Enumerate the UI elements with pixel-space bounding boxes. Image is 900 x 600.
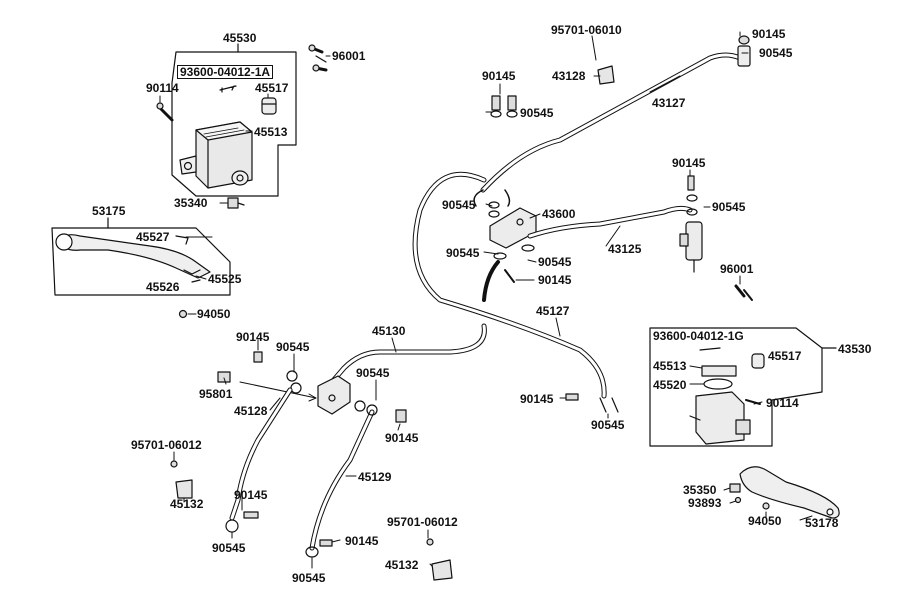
- lever-outline-box: [51, 227, 231, 296]
- part-label-45129: 45129: [358, 470, 392, 484]
- part-label-45130: 45130: [372, 324, 406, 338]
- part-label-90545: 90545: [356, 366, 390, 380]
- part-label-90114: 90114: [146, 81, 179, 95]
- part-label-93600-04012-1a: 93600-04012-1A: [177, 65, 274, 79]
- lever-blade: [57, 234, 211, 279]
- part-label-45520: 45520: [653, 378, 687, 392]
- part-label-45517: 45517: [255, 81, 289, 95]
- part-label-45513: 45513: [653, 359, 687, 373]
- pointer-arrow: [239, 381, 317, 399]
- hose-43125: [527, 205, 693, 239]
- kit-outline-45530: [171, 51, 297, 197]
- part-label-93893: 93893: [688, 496, 722, 510]
- part-label-90145: 90145: [520, 392, 554, 406]
- master-cylinder-assembly-45530: [156, 43, 328, 209]
- splitter-block-43600: [488, 201, 537, 283]
- screw-90114: [158, 106, 174, 122]
- part-label-95701-06010: 95701-06010: [551, 23, 622, 37]
- master-cylinder-body: [695, 391, 745, 445]
- part-label-45132: 45132: [170, 497, 204, 511]
- part-label-93600-04012-1g: 93600-04012-1G: [653, 329, 744, 343]
- part-label-90145: 90145: [234, 488, 268, 502]
- part-label-95701-06012: 95701-06012: [131, 438, 202, 452]
- part-label-95801: 95801: [199, 387, 233, 401]
- part-label-90545: 90545: [759, 46, 793, 60]
- part-label-45513: 45513: [254, 125, 288, 139]
- kit-outline-43530: [649, 327, 823, 447]
- part-label-90545: 90545: [520, 106, 554, 120]
- banjo-bolts-top: [490, 95, 518, 118]
- rear-caliper: [679, 175, 703, 273]
- part-label-43125: 43125: [608, 242, 642, 256]
- hose-45127: [412, 171, 619, 413]
- brake-lever-53175: [51, 217, 231, 296]
- part-label-90545: 90545: [442, 198, 476, 212]
- junction-block: [317, 375, 351, 415]
- part-label-90545: 90545: [591, 418, 625, 432]
- part-label-90545: 90545: [446, 246, 480, 260]
- part-label-45128: 45128: [234, 404, 268, 418]
- part-label-90145: 90145: [236, 330, 270, 344]
- part-label-43128: 43128: [552, 69, 586, 83]
- part-label-45530: 45530: [223, 31, 257, 45]
- part-label-53175: 53175: [92, 204, 126, 218]
- part-label-45517: 45517: [768, 349, 802, 363]
- part-label-43127: 43127: [652, 96, 686, 110]
- part-label-35350: 35350: [683, 483, 717, 497]
- part-label-94050: 94050: [748, 514, 782, 528]
- part-label-90545: 90545: [538, 255, 572, 269]
- part-label-45527: 45527: [136, 230, 170, 244]
- part-label-90545: 90545: [292, 571, 326, 585]
- part-label-94050: 94050: [197, 307, 231, 321]
- bracket-43128: [597, 65, 615, 85]
- part-label-96001: 96001: [720, 262, 754, 276]
- part-label-90145: 90145: [752, 27, 786, 41]
- part-label-90545: 90545: [712, 200, 746, 214]
- master-cylinder-assembly-43530: [649, 327, 837, 447]
- part-label-45127: 45127: [536, 304, 570, 318]
- hose-45129: [305, 409, 375, 558]
- part-label-90545: 90545: [212, 541, 246, 555]
- part-label-96001: 96001: [332, 49, 366, 63]
- part-label-90145: 90145: [482, 69, 516, 83]
- part-label-90145: 90145: [385, 431, 419, 445]
- part-label-43600: 43600: [542, 207, 576, 221]
- part-label-90545: 90545: [276, 340, 310, 354]
- part-label-90145: 90145: [672, 156, 706, 170]
- leader-lines: [159, 31, 813, 569]
- part-label-45525: 45525: [208, 272, 242, 286]
- part-label-90145: 90145: [345, 534, 379, 548]
- part-label-45526: 45526: [146, 280, 180, 294]
- clip-45132-left: [175, 479, 193, 499]
- hose-45130: [329, 323, 487, 385]
- bolt-90145-mid: [565, 393, 579, 401]
- hose-from-splitter: [473, 189, 511, 207]
- bolt-96001-right: [734, 284, 753, 301]
- short-hose: [482, 260, 500, 302]
- brake-lever-53178: [729, 466, 840, 519]
- clip-45132-right: [431, 559, 453, 581]
- part-label-35340: 35340: [174, 196, 208, 210]
- part-label-95701-06012: 95701-06012: [387, 515, 458, 529]
- part-label-53178: 53178: [805, 516, 839, 530]
- hose-45128: [225, 387, 293, 533]
- part-label-90114: 90114: [766, 396, 799, 410]
- hose-43127: [480, 35, 751, 193]
- part-label-45132: 45132: [385, 558, 419, 572]
- part-label-90145: 90145: [538, 273, 572, 287]
- part-label-43530: 43530: [838, 342, 872, 356]
